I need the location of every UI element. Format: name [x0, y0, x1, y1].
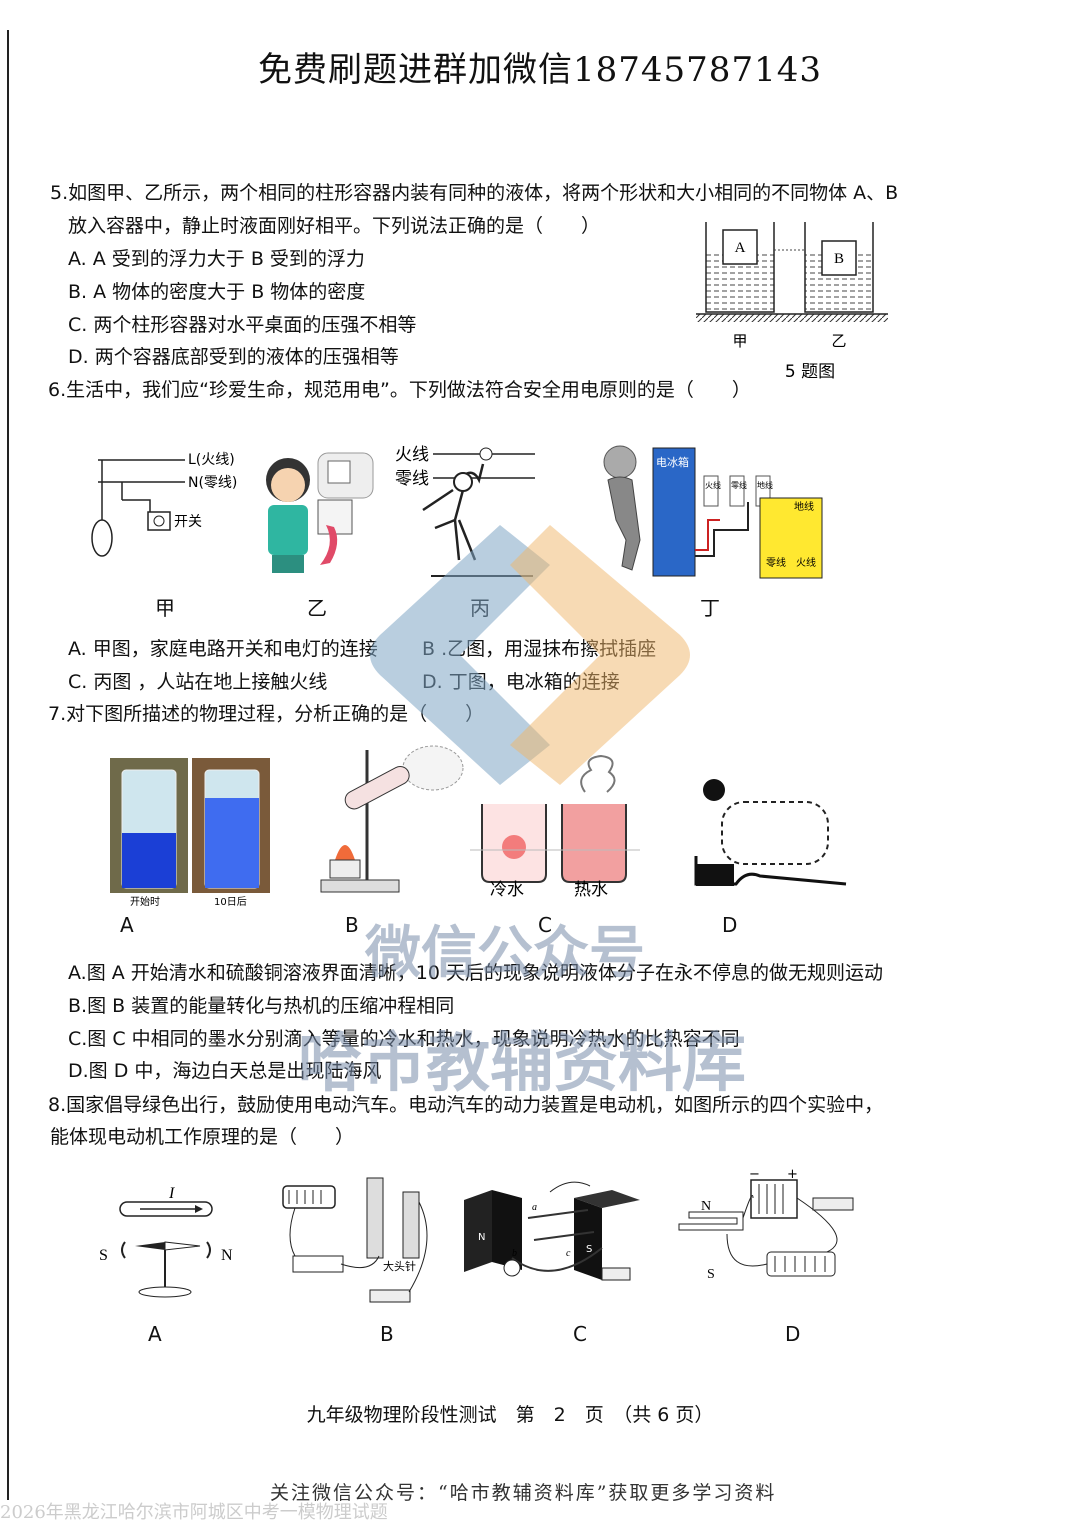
svg-text:+: + [787, 1168, 798, 1182]
svg-text:S: S [707, 1267, 715, 1282]
q8-figure-a: I S N [99, 1185, 233, 1298]
q8-label-c: C [573, 1322, 587, 1346]
q6-label-ding: 丁 [700, 596, 720, 620]
object-a [722, 229, 758, 265]
q7-figure-b [320, 745, 464, 893]
q5-figure: A B 甲 乙 5 题图 [696, 222, 888, 382]
q6-figure-jia: L(火线) N(零线) 开关 [91, 452, 237, 557]
svg-text:a: a [532, 1202, 537, 1213]
q7-option-c: C.图 C 中相同的墨水分别滴入等量的冷水和热水，现象说明冷热水的比热容不同 [68, 1028, 740, 1050]
q8-figure-d: − + N S [678, 1168, 854, 1282]
q8-figure-b: 大头针 [282, 1177, 428, 1303]
q8-label-a: A [148, 1322, 162, 1346]
svg-text:电冰箱: 电冰箱 [656, 455, 689, 469]
switch [147, 511, 171, 531]
object-b [821, 240, 857, 276]
q8-label-b: B [380, 1322, 394, 1346]
svg-text:N: N [701, 1199, 711, 1214]
svg-text:b: b [512, 1248, 517, 1259]
q7-label-d: D [722, 913, 738, 937]
q6-option-b: B .乙图，用湿抹布擦拭插座 [422, 638, 657, 660]
q8-label-d: D [785, 1322, 801, 1346]
svg-text:N(零线): N(零线) [188, 475, 237, 491]
svg-text:地线: 地线 [757, 480, 773, 490]
label-jia: 甲 [732, 332, 747, 350]
label-b: B [834, 251, 844, 267]
q6-stem: 6.生活中，我们应“珍爱生命，规范用电”。下列做法符合安全用电原则的是（ ） [48, 379, 751, 401]
q7-option-d: D.图 D 中，海边白天总是出现陆海风 [68, 1060, 382, 1082]
svg-text:冷水: 冷水 [490, 880, 524, 900]
girl-shirt [268, 505, 308, 555]
container-yi [804, 222, 874, 313]
q7-option-a: A.图 A 开始清水和硫酸铜溶液界面清晰，10 天后的现象说明液体分子在永不停息… [68, 962, 883, 984]
q5-option-c: C. 两个柱形容器对水平桌面的压强不相等 [68, 314, 417, 336]
page-header: 免费刷题进群加微信18745787143 [258, 50, 822, 90]
svg-text:零线: 零线 [731, 480, 747, 490]
q6-label-jia: 甲 [155, 596, 175, 620]
page-footer: 九年级物理阶段性测试 第 2 页 （共 6 页） [306, 1404, 714, 1426]
q7-label-b: B [345, 913, 359, 937]
q5-stem-line2: 放入容器中，静止时液面刚好相平。下列说法正确的是（ ） [68, 215, 601, 237]
bottom-note: 关注微信公众号：“哈市教辅资料库”获取更多学习资料 [270, 1482, 777, 1504]
container-jia [705, 222, 775, 313]
q6-figure-ding: 电冰箱 火线 零线 地线 地线 零线 火线 [603, 445, 823, 579]
q7-figure-a: 开始时 10日后 [110, 758, 270, 908]
svg-text:零线: 零线 [395, 469, 429, 489]
person-head [603, 445, 637, 479]
svg-text:S: S [586, 1244, 592, 1255]
svg-text:I: I [168, 1185, 175, 1202]
q7-figure-d [694, 779, 847, 886]
watermark-line2: 哈市教辅资料库 [298, 1027, 746, 1101]
q7-stem: 7.对下图所描述的物理过程，分析正确的是（ ） [48, 703, 485, 725]
q7-figure-c: 冷水 热水 [470, 754, 640, 900]
svg-text:S: S [99, 1247, 108, 1264]
q6-option-c: C. 丙图 ，人站在地上接触火线 [68, 671, 328, 693]
q6-option-d: D. 丁图，电冰箱的连接 [422, 671, 620, 693]
svg-text:火线: 火线 [395, 445, 429, 465]
wet-cloth [320, 525, 338, 565]
svg-text:热水: 热水 [574, 880, 608, 900]
sun [703, 779, 725, 801]
svg-text:N: N [478, 1232, 485, 1243]
q7-label-a: A [120, 913, 134, 937]
outlet-panel [759, 497, 823, 579]
svg-text:开始时: 开始时 [130, 895, 160, 908]
q5-option-a: A. A 受到的浮力大于 B 受到的浮力 [68, 248, 365, 270]
battery [750, 1179, 798, 1219]
svg-text:10日后: 10日后 [214, 896, 247, 908]
svg-text:地线: 地线 [794, 500, 814, 513]
bulb [91, 519, 113, 557]
q8-stem-line1: 8.国家倡导绿色出行，鼓励使用电动汽车。电动汽车的动力装置是电动机，如图所示的四… [48, 1094, 884, 1116]
svg-text:L(火线): L(火线) [188, 452, 235, 468]
label-a: A [735, 240, 746, 256]
q7-label-c: C [538, 913, 552, 937]
q6-figure-yi [266, 452, 374, 573]
q8-figure-c: N S a b c [464, 1181, 640, 1281]
q7-option-b: B.图 B 装置的能量转化与热机的压缩冲程相同 [68, 995, 455, 1017]
label-yi: 乙 [831, 332, 846, 350]
faint-title-note: 2026年黑龙江哈尔滨市阿城区中考一模物理试题 [0, 1502, 388, 1523]
figure-caption: 5 题图 [785, 362, 835, 382]
svg-text:c: c [566, 1248, 571, 1259]
svg-text:火线: 火线 [796, 556, 816, 569]
svg-text:开关: 开关 [174, 514, 202, 530]
q5-option-b: B. A 物体的密度大于 B 物体的密度 [68, 281, 366, 303]
q5-stem-line1: 5.如图甲、乙所示，两个相同的柱形容器内装有同种的液体，将两个形状和大小相同的不… [50, 182, 899, 204]
q6-label-yi: 乙 [307, 596, 327, 620]
watermark-line1: 微信公众号 [365, 921, 645, 986]
q5-option-d: D. 两个容器底部受到的液体的压强相等 [68, 346, 399, 368]
svg-text:零线: 零线 [766, 556, 786, 569]
q6-option-a: A. 甲图，家庭电路开关和电灯的连接 [68, 638, 378, 660]
svg-text:N: N [221, 1247, 233, 1264]
left-border-line [7, 30, 9, 1500]
q6-figure-bing: 火线 零线 [395, 445, 535, 577]
q8-stem-line2: 能体现电动机工作原理的是（ ） [50, 1126, 355, 1148]
svg-text:火线: 火线 [705, 480, 721, 490]
q6-label-bing: 丙 [470, 596, 490, 620]
svg-text:大头针: 大头针 [383, 1259, 416, 1273]
svg-text:−: − [749, 1168, 760, 1182]
socket [317, 499, 353, 535]
